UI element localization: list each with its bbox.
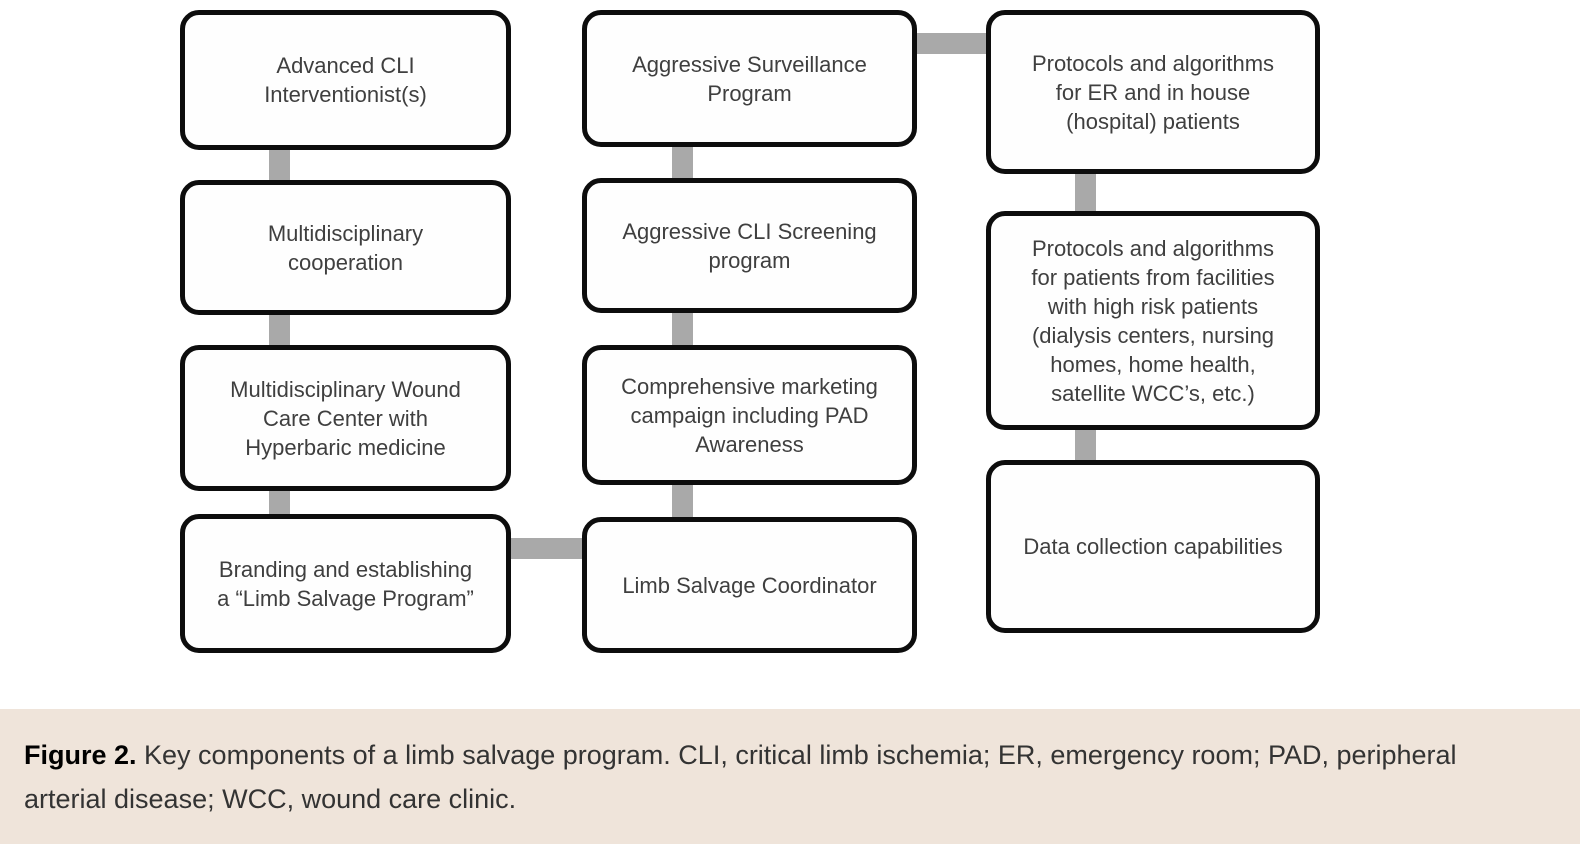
box-wound-care-center-hyperbaric: Multidisciplinary Wound Care Center with… xyxy=(180,345,511,491)
connector-right-1 xyxy=(1075,172,1096,213)
box-label: Comprehensive marketing campaign includi… xyxy=(621,373,878,457)
box-marketing-campaign-pad-awareness: Comprehensive marketing campaign includi… xyxy=(582,345,917,485)
box-label: Multidisciplinary Wound Care Center with… xyxy=(230,376,461,460)
flowchart-area: Advanced CLI Interventionist(s) Multidis… xyxy=(180,10,1320,653)
box-protocols-high-risk-facilities: Protocols and algorithms for patients fr… xyxy=(986,211,1320,430)
box-label: Aggressive CLI Screening program xyxy=(622,218,877,273)
figure-caption: Figure 2. Key components of a limb salva… xyxy=(24,733,1539,821)
box-aggressive-cli-screening-program: Aggressive CLI Screening program xyxy=(582,178,917,313)
box-aggressive-surveillance-program: Aggressive Surveillance Program xyxy=(582,10,917,147)
box-protocols-er-hospital-patients: Protocols and algorithms for ER and in h… xyxy=(986,10,1320,174)
connector-horizontal-top xyxy=(911,33,991,54)
box-multidisciplinary-cooperation: Multidisciplinary cooperation xyxy=(180,180,511,315)
caption-band: Figure 2. Key components of a limb salva… xyxy=(0,709,1580,844)
figure-number-label: Figure 2. xyxy=(24,740,137,770)
box-data-collection-capabilities: Data collection capabilities xyxy=(986,460,1320,633)
connector-left-1 xyxy=(269,148,290,182)
connector-horizontal-bottom xyxy=(507,538,587,559)
box-label: Protocols and algorithms for ER and in h… xyxy=(1031,50,1275,134)
box-label: Branding and establishing a “Limb Salvag… xyxy=(217,556,474,611)
box-label: Aggressive Surveillance Program xyxy=(632,51,867,106)
box-label: Data collection capabilities xyxy=(1023,534,1283,559)
connector-right-2 xyxy=(1075,428,1096,462)
box-label: Protocols and algorithms for patients fr… xyxy=(1031,235,1275,406)
box-label: Limb Salvage Coordinator xyxy=(622,572,877,598)
box-branding-limb-salvage-program: Branding and establishing a “Limb Salvag… xyxy=(180,514,511,653)
box-limb-salvage-coordinator: Limb Salvage Coordinator xyxy=(582,517,917,653)
box-label: Multidisciplinary cooperation xyxy=(267,220,424,275)
connector-middle-1 xyxy=(672,145,693,180)
connector-left-3 xyxy=(269,489,290,516)
connector-middle-2 xyxy=(672,311,693,347)
connector-middle-3 xyxy=(672,483,693,519)
box-label: Advanced CLI Interventionist(s) xyxy=(264,53,427,107)
box-advanced-cli-interventionists: Advanced CLI Interventionist(s) xyxy=(180,10,511,150)
figure-caption-text: Key components of a limb salvage program… xyxy=(24,740,1457,814)
connector-left-2 xyxy=(269,313,290,347)
